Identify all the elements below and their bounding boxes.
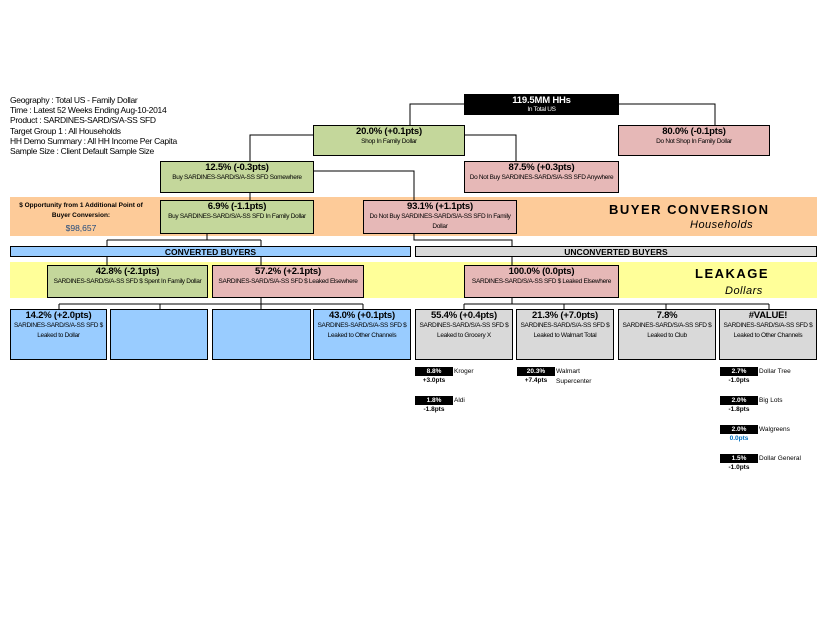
- retailer-walmart-supercenter: 20.3%Walmart Supercenter+7.4pts: [517, 367, 591, 386]
- buyer-conversion-title: BUYER CONVERSION: [609, 202, 770, 217]
- hh-demo-summary: HH Demo Summary : All HH Income Per Capi…: [10, 135, 177, 146]
- buyer-conversion-subtitle: Households: [690, 219, 754, 231]
- sample-size: Sample Size : Client Default Sample Size: [10, 146, 154, 157]
- geography: Geography : Total US - Family Dollar: [10, 95, 138, 105]
- leaked-to-walmart-node: 21.3% (+7.0pts)SARDINES-SARD/S/A-SS SFD …: [516, 309, 614, 360]
- retailer-dollar-general: 1.5%Dollar General-1.0pts: [720, 454, 801, 473]
- leaked-to-other-converted-node: 43.0% (+0.1pts)SARDINES-SARD/S/A-SS SFD …: [313, 309, 411, 360]
- opportunity-note: $ Opportunity from 1 Additional Point of…: [12, 201, 150, 233]
- target-group: Target Group 1 : All Households: [10, 125, 121, 136]
- empty-node: [110, 309, 208, 360]
- buy-in-fd-node: 6.9% (-1.1pts)Buy SARDINES-SARD/S/A-SS S…: [160, 200, 314, 234]
- retailer-aldi: 1.8%Aldi-1.8pts: [415, 396, 465, 415]
- retailer-kroger: 8.8%Kroger+3.0pts: [415, 367, 474, 386]
- leakage-title: LEAKAGE: [695, 266, 770, 281]
- time-period: Time : Latest 52 Weeks Ending Aug-10-201…: [10, 105, 167, 116]
- root-node: 119.5MM HHs In Total US: [464, 94, 619, 115]
- not-buy-in-fd-node: 93.1% (+1.1pts)Do Not Buy SARDINES-SARD/…: [363, 200, 517, 234]
- not-shop-node: 80.0% (-0.1pts)Do Not Shop In Family Dol…: [618, 125, 770, 156]
- product: Product : SARDINES-SARD/S/A-SS SFD: [10, 115, 156, 126]
- shop-node: 20.0% (+0.1pts)Shop In Family Dollar: [313, 125, 465, 156]
- buy-somewhere-node: 12.5% (-0.3pts)Buy SARDINES-SARD/S/A-SS …: [160, 161, 314, 193]
- empty-node: [212, 309, 311, 360]
- leakage-subtitle: Dollars: [725, 285, 763, 297]
- leaked-to-other-unconverted-node: #VALUE!SARDINES-SARD/S/A-SS SFD $ Leaked…: [719, 309, 817, 360]
- leaked-to-dollar-node: 14.2% (+2.0pts)SARDINES-SARD/S/A-SS SFD …: [10, 309, 107, 360]
- not-buy-anywhere-node: 87.5% (+0.3pts)Do Not Buy SARDINES-SARD/…: [464, 161, 619, 193]
- leaked-unconverted-node: 100.0% (0.0pts)SARDINES-SARD/S/A-SS SFD …: [464, 265, 619, 298]
- converted-buyers-header: CONVERTED BUYERS: [10, 246, 411, 257]
- opportunity-value: $98,657: [65, 223, 97, 233]
- leaked-converted-node: 57.2% (+2.1pts)SARDINES-SARD/S/A-SS SFD …: [212, 265, 364, 298]
- report-parameters: Geography : Total US - Family Dollar Tim…: [10, 95, 177, 156]
- retailer-big-lots: 2.0%Big Lots-1.8pts: [720, 396, 783, 415]
- leaked-to-grocery-node: 55.4% (+0.4pts)SARDINES-SARD/S/A-SS SFD …: [415, 309, 513, 360]
- retailer-dollar-tree: 2.7%Dollar Tree-1.0pts: [720, 367, 791, 386]
- spent-in-fd-node: 42.8% (-2.1pts)SARDINES-SARD/S/A-SS SFD …: [47, 265, 208, 298]
- unconverted-buyers-header: UNCONVERTED BUYERS: [415, 246, 817, 257]
- leaked-to-club-node: 7.8%SARDINES-SARD/S/A-SS SFD $ Leaked to…: [618, 309, 716, 360]
